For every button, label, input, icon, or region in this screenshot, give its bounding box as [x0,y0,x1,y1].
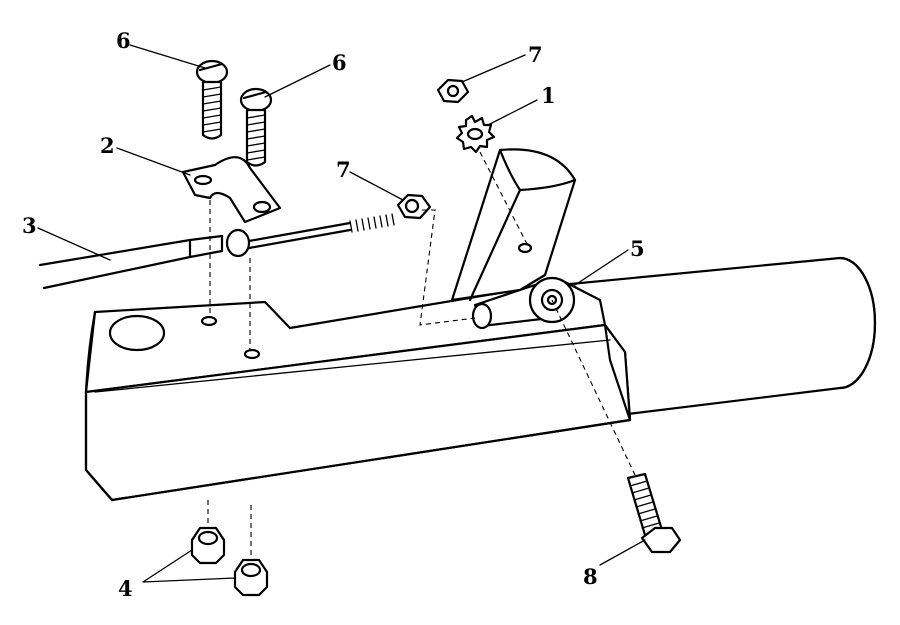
callout-6-right: 6 [332,50,347,75]
callout-labels: 6 6 2 3 7 7 1 5 8 4 [22,28,645,601]
callout-8: 8 [583,564,598,589]
upright-arm [450,148,577,302]
nut-bottom-right [233,558,269,597]
nut-cable [396,193,432,220]
callout-2: 2 [100,133,115,158]
assembly-guide-lines [207,151,636,560]
callout-6-left: 6 [116,28,131,53]
nut-top [436,78,470,104]
callout-7-cable: 7 [336,157,351,182]
hex-bolt [626,472,682,554]
callout-1: 1 [541,83,556,108]
control-cable [38,213,395,290]
callout-5: 5 [630,236,645,261]
leader-lines [37,44,646,583]
callout-3: 3 [22,213,37,238]
cylinder-tube [558,256,877,417]
star-washer [455,114,496,154]
screw-left [195,59,229,140]
callout-7-top: 7 [528,42,543,67]
clamp-bracket [181,156,282,224]
callout-4: 4 [118,576,133,601]
nut-bottom-left [190,526,226,565]
screw-right [239,87,273,167]
